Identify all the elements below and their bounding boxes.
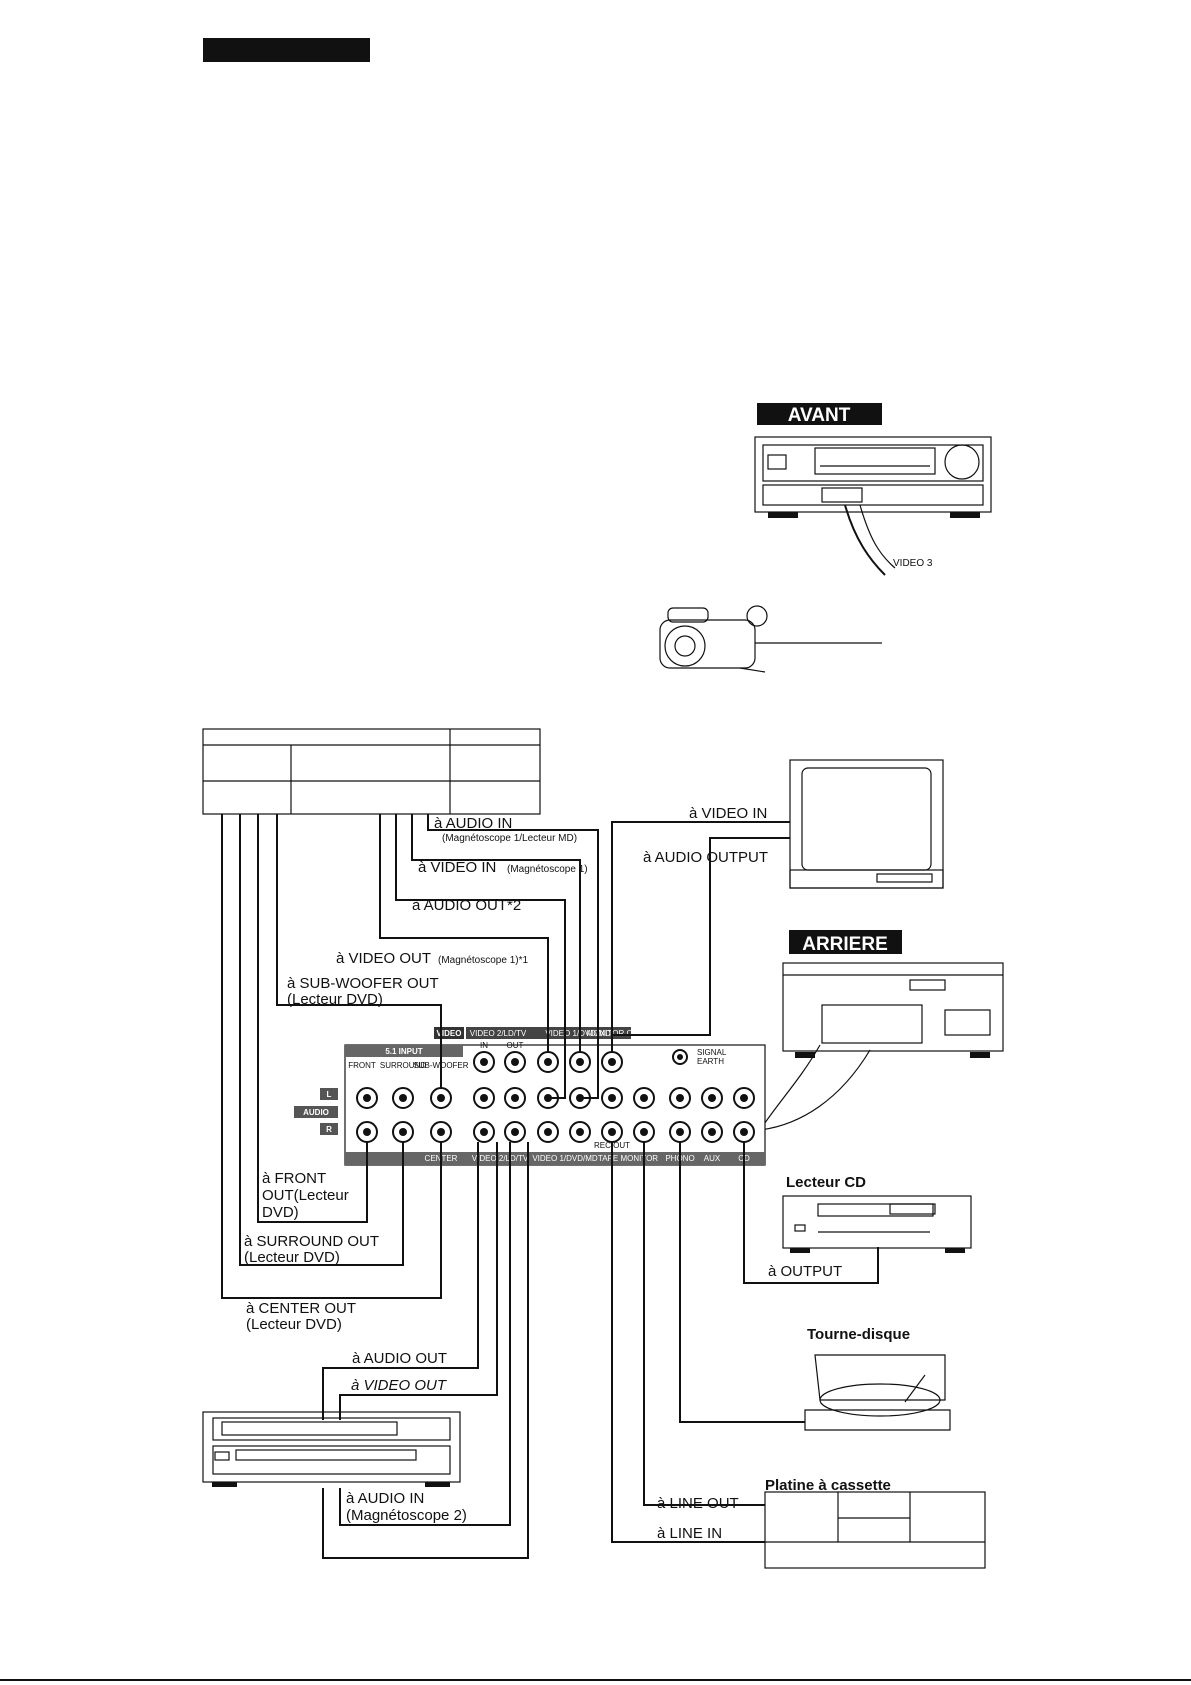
jack [356,1087,378,1109]
panel-in-top: IN [480,1041,488,1050]
panel-aux: AUX [704,1154,721,1163]
panel-tape-monitor: TAPE MONITOR [598,1154,658,1163]
cassette-table [764,1491,986,1569]
jack [669,1121,691,1143]
panel-video1-top: VIDEO 1/DVD/MD [545,1029,611,1038]
turntable-illustration [804,1354,951,1431]
camcorder-illustration [659,605,882,673]
video-in-vcr1-label: à VIDEO IN [418,859,496,876]
jack [356,1121,378,1143]
jack [733,1121,755,1143]
jack [392,1087,414,1109]
panel-video2-bottom: VIDEO 2/LD/TV [472,1154,529,1163]
tv-illustration [789,759,944,889]
front-out-label-3: DVD) [262,1204,299,1221]
vcr2-illustration [202,1411,461,1487]
line-in-label: à LINE IN [657,1525,722,1542]
cd-player-illustration [782,1195,972,1253]
jack [601,1087,623,1109]
audio-out-vcr2-label: à AUDIO OUT [352,1350,447,1367]
avant-badge: AVANT [757,403,882,426]
surround-out-label: à SURROUND OUT [244,1233,379,1250]
subwoofer-out-sub: (Lecteur DVD) [287,991,383,1008]
turntable-label: Tourne-disque [807,1326,910,1343]
front-out-label-2: OUT(Lecteur [262,1187,349,1204]
wires [221,814,879,1559]
jack [601,1121,623,1143]
panel-video2-top: VIDEO 2/LD/TV [470,1029,527,1038]
header-bar [203,38,370,62]
jack [537,1051,559,1073]
video3-label: VIDEO 3 [893,558,933,569]
front-out-label-1: à FRONT [262,1170,326,1187]
line-out-label: à LINE OUT [657,1495,739,1512]
jack [473,1087,495,1109]
jack [430,1087,452,1109]
jack [473,1121,495,1143]
panel-video1-bottom: VIDEO 1/DVD/MD [532,1154,598,1163]
avant-label: AVANT [788,405,851,426]
jack [504,1051,526,1073]
jack [701,1121,723,1143]
jack [504,1121,526,1143]
signal-earth-1: SIGNAL [697,1048,727,1057]
cd-output-label: à OUTPUT [768,1263,842,1280]
panel-monitor-out: MONITOR OUT [587,1029,644,1038]
arriere-badge: ARRIERE [789,930,902,955]
panel-out-top: OUT [507,1041,524,1050]
jack [537,1121,559,1143]
tv-audio-output-label: à AUDIO OUTPUT [643,849,768,866]
subwoofer-out-label: à SUB-WOOFER OUT [287,975,439,992]
video-out-vcr2-label: à VIDEO OUT [351,1377,448,1394]
jack [504,1087,526,1109]
jack [430,1121,452,1143]
panel-audio-tag: AUDIO [303,1108,329,1117]
info-table [202,728,541,815]
audio-in-vcr1-label: à AUDIO IN [434,815,512,832]
signal-earth-terminal [672,1049,688,1065]
jack [392,1121,414,1143]
audio-in-vcr1-sub: (Magnétoscope 1/Lecteur MD) [442,833,577,844]
rear-receiver-illustration [759,962,1004,1131]
jack [701,1087,723,1109]
center-out-label: à CENTER OUT [246,1300,356,1317]
video-out-vcr1-sub: (Magnétoscope 1)*1 [438,955,528,966]
audio-out-2-label: à AUDIO OUT*2 [412,897,521,914]
front-receiver-illustration [754,436,992,576]
jack [633,1121,655,1143]
cd-player-label: Lecteur CD [786,1174,866,1191]
panel-l-tag: L [327,1090,332,1099]
jack [569,1051,591,1073]
jack [733,1087,755,1109]
video-in-vcr1-sub: (Magnétoscope 1) [507,864,588,875]
panel-front: FRONT [348,1061,376,1070]
jack [669,1087,691,1109]
jack [569,1121,591,1143]
center-out-sub: (Lecteur DVD) [246,1316,342,1333]
audio-in-vcr2-sub: (Magnétoscope 2) [346,1507,467,1524]
panel-surround: SURROUND [380,1061,426,1070]
panel-video-tag: VIDEO [437,1029,462,1038]
jack [601,1051,623,1073]
jack [473,1051,495,1073]
panel-51-input: 5.1 INPUT [385,1047,422,1056]
audio-in-vcr2-label: à AUDIO IN [346,1490,424,1507]
panel-r-tag: R [326,1125,332,1134]
surround-out-sub: (Lecteur DVD) [244,1249,340,1266]
jack [633,1087,655,1109]
arriere-label: ARRIERE [802,934,888,955]
signal-earth-2: EARTH [697,1057,724,1066]
cassette-deck-label: Platine à cassette [765,1477,891,1494]
tv-video-in-label: à VIDEO IN [689,805,767,822]
video-out-vcr1-label: à VIDEO OUT [336,950,431,967]
